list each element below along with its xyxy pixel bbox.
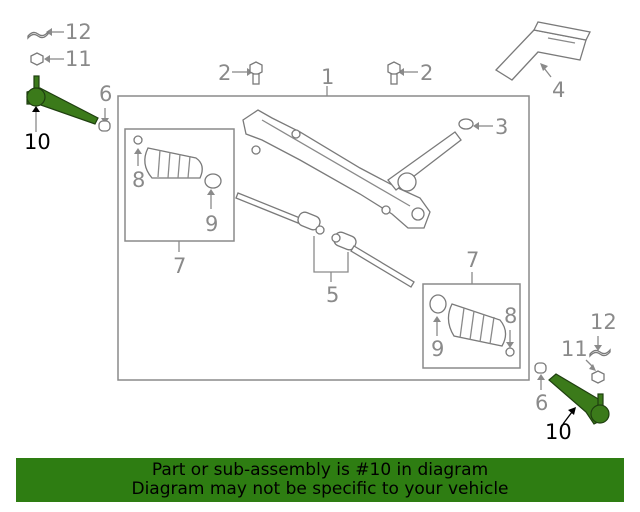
callout-5: 5 xyxy=(326,283,339,307)
banner-line-part-number: Part or sub-assembly is #10 in diagram xyxy=(151,460,489,480)
assembly-frame xyxy=(117,95,530,381)
bolt-part-2-right xyxy=(387,61,401,85)
jam-nut-part-6-right xyxy=(534,362,547,374)
nut-part-11-right xyxy=(591,370,605,384)
clip-part-12-left xyxy=(27,30,49,40)
callout-12-left: 12 xyxy=(65,20,92,44)
tie-rod-end-part-10-left xyxy=(26,75,99,125)
boot-part-7-right xyxy=(429,294,515,357)
callout-7-right: 7 xyxy=(466,248,479,272)
callout-10-left: 10 xyxy=(24,130,51,154)
callout-9-left: 9 xyxy=(205,212,218,236)
part-info-banner: Part or sub-assembly is #10 in diagram D… xyxy=(16,458,624,502)
callout-6-right: 6 xyxy=(535,391,548,415)
callout-9-right: 9 xyxy=(431,337,444,361)
gear-housing-part-1 xyxy=(242,109,462,229)
seal-part-3 xyxy=(458,118,474,130)
callout-2-right: 2 xyxy=(420,61,433,85)
callout-10-right: 10 xyxy=(545,420,572,444)
tie-rod-end-part-10-right xyxy=(548,373,610,425)
callout-11-right: 11 xyxy=(561,337,588,361)
callout-12-right: 12 xyxy=(590,310,617,334)
jam-nut-part-6-left xyxy=(98,120,111,132)
callout-4: 4 xyxy=(552,78,565,102)
callout-6-left: 6 xyxy=(99,82,112,106)
callout-1: 1 xyxy=(321,65,334,89)
callout-2-left: 2 xyxy=(218,61,231,85)
tie-rod-part-5-right xyxy=(331,231,415,288)
callout-11-left: 11 xyxy=(65,47,92,71)
callout-8-right: 8 xyxy=(504,304,517,328)
banner-line-disclaimer: Diagram may not be specific to your vehi… xyxy=(131,479,509,499)
shaft-cover-part-4 xyxy=(494,21,591,81)
callout-7-left: 7 xyxy=(173,254,186,278)
callout-3: 3 xyxy=(495,115,508,139)
callout-8-left: 8 xyxy=(132,168,145,192)
bolt-part-2-left xyxy=(249,61,263,85)
clip-part-12-right xyxy=(589,348,611,358)
nut-part-11-left xyxy=(30,52,44,66)
tie-rod-part-5-left xyxy=(235,192,325,235)
boot-part-7-left xyxy=(133,135,222,189)
